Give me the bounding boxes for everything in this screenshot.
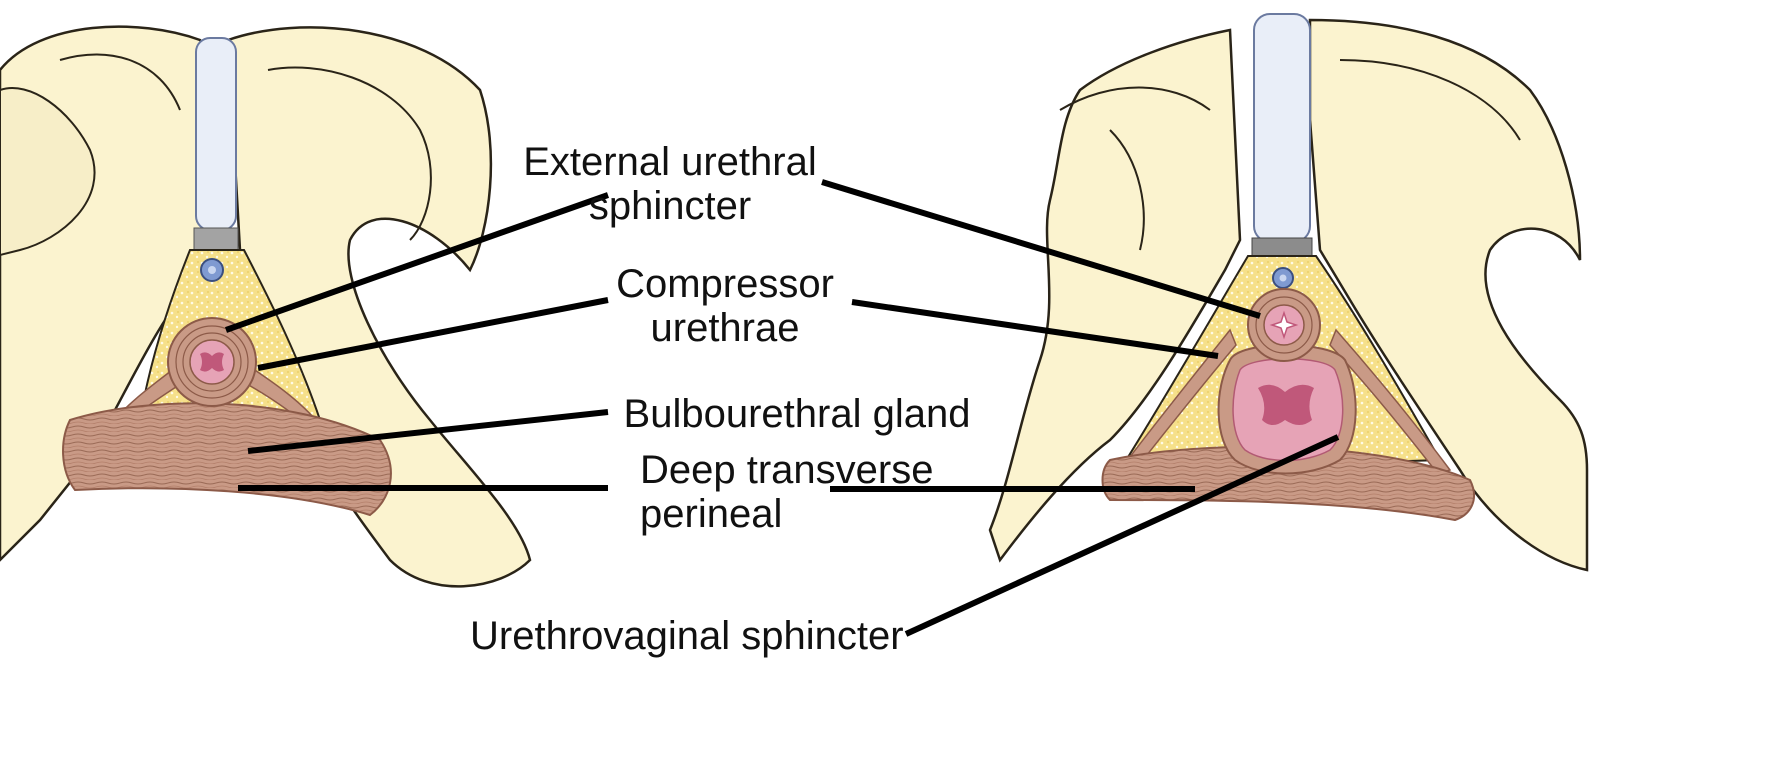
label-compressor-urethrae: Compressor urethrae: [600, 262, 850, 350]
label-deep-transverse-perineal: Deep transverse perineal: [640, 448, 930, 536]
label-bulbourethral-gland: Bulbourethral gland: [622, 392, 972, 436]
right-vessel-lumen: [1280, 275, 1287, 282]
left-figure-male: [0, 27, 530, 587]
label-compressor-urethrae-line1: Compressor: [600, 262, 850, 306]
label-external-urethral-sphincter: External urethral sphincter: [510, 140, 830, 228]
left-vessel-lumen: [208, 266, 216, 274]
left-ligament: [194, 228, 238, 252]
left-urethra-tube: [196, 38, 236, 230]
label-external-urethral-sphincter-line2: sphincter: [510, 184, 830, 228]
label-external-urethral-sphincter-line1: External urethral: [510, 140, 830, 184]
label-compressor-urethrae-line2: urethrae: [600, 306, 850, 350]
label-urethrovaginal-sphincter: Urethrovaginal sphincter: [470, 614, 900, 658]
right-urethra-tube: [1254, 14, 1310, 242]
label-deep-transverse-perineal-line2: perineal: [640, 492, 930, 536]
label-deep-transverse-perineal-line1: Deep transverse: [640, 448, 930, 492]
